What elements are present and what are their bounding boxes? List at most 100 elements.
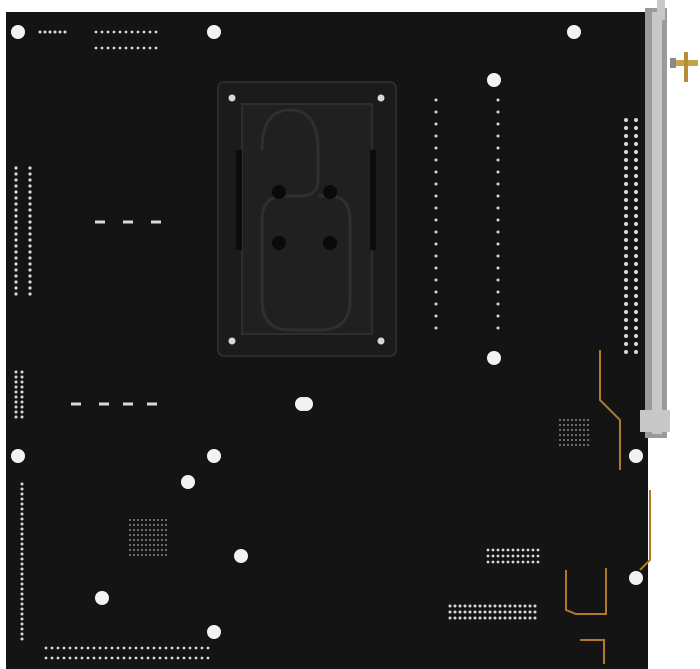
solder-dot: [491, 548, 495, 552]
solder-dot: [153, 544, 155, 546]
solder-dot: [137, 519, 139, 521]
solder-dot: [559, 424, 561, 426]
solder-dot: [141, 524, 143, 526]
solder-dot: [496, 110, 500, 114]
solder-dot: [200, 656, 204, 660]
solder-dot: [28, 196, 32, 200]
solder-dot: [634, 134, 638, 138]
solder-dot: [634, 222, 638, 226]
solder-dot: [634, 214, 638, 218]
solder-dot: [157, 529, 159, 531]
solder-dot: [583, 419, 585, 421]
solder-dot: [571, 419, 573, 421]
solder-dot: [153, 554, 155, 556]
solder-dot: [20, 557, 24, 561]
solder-dot: [14, 292, 18, 296]
solder-dot: [20, 517, 24, 521]
solder-dot: [20, 622, 24, 626]
solder-dot: [58, 30, 62, 34]
solder-dot: [458, 610, 462, 614]
solder-dot: [521, 548, 525, 552]
solder-dot: [496, 314, 500, 318]
solder-dot: [501, 548, 505, 552]
solder-dot: [434, 122, 438, 126]
solder-dot: [503, 616, 507, 620]
solder-dot: [146, 656, 150, 660]
solder-dot: [14, 238, 18, 242]
solder-dot: [74, 646, 78, 650]
solder-dot: [483, 604, 487, 608]
solder-dot: [634, 294, 638, 298]
solder-dot: [434, 134, 438, 138]
solder-dot: [624, 182, 628, 186]
solder-dot: [104, 656, 108, 660]
solder-dot: [20, 542, 24, 546]
solder-dot: [68, 646, 72, 650]
solder-dot: [521, 560, 525, 564]
solder-dot: [473, 604, 477, 608]
solder-dot: [157, 519, 159, 521]
solder-dot: [44, 656, 48, 660]
solder-dot: [56, 656, 60, 660]
solder-dot: [634, 166, 638, 170]
mount-hole: [95, 591, 109, 605]
solder-dot: [624, 214, 628, 218]
solder-dot: [14, 380, 18, 384]
solder-dot: [575, 444, 577, 446]
solder-dot: [153, 534, 155, 536]
solder-dot: [493, 616, 497, 620]
solder-dot: [20, 562, 24, 566]
solder-dot: [149, 524, 151, 526]
solder-dot: [434, 98, 438, 102]
solder-dot: [14, 385, 18, 389]
solder-dot: [536, 548, 540, 552]
solder-dot: [496, 158, 500, 162]
solder-dot: [20, 497, 24, 501]
solder-dot: [571, 439, 573, 441]
solder-dot: [86, 656, 90, 660]
solder-dot: [104, 646, 108, 650]
solder-dot: [137, 524, 139, 526]
solder-dot: [563, 434, 565, 436]
solder-dot: [38, 30, 42, 34]
solder-dot: [533, 610, 537, 614]
mount-hole: [299, 397, 313, 411]
solder-dot: [434, 266, 438, 270]
solder-dot: [624, 286, 628, 290]
solder-dot: [165, 529, 167, 531]
solder-dot: [496, 134, 500, 138]
solder-dot: [145, 524, 147, 526]
solder-dot: [50, 646, 54, 650]
solder-dot: [624, 334, 628, 338]
solder-dot: [478, 610, 482, 614]
solder-dot: [583, 429, 585, 431]
solder-dot: [531, 548, 535, 552]
solder-dot: [14, 190, 18, 194]
solder-dot: [496, 206, 500, 210]
solder-dot: [453, 616, 457, 620]
solder-dot: [458, 604, 462, 608]
solder-dot: [161, 554, 163, 556]
solder-dot: [483, 610, 487, 614]
solder-dot: [14, 286, 18, 290]
smd-pad: [123, 402, 133, 406]
solder-dot: [587, 424, 589, 426]
solder-dot: [567, 424, 569, 426]
solder-dot: [20, 582, 24, 586]
solder-dot: [496, 254, 500, 258]
solder-dot: [483, 616, 487, 620]
solder-dot: [579, 424, 581, 426]
solder-dot: [579, 439, 581, 441]
solder-dot: [453, 604, 457, 608]
solder-dot: [634, 326, 638, 330]
solder-dot: [536, 554, 540, 558]
solder-dot: [28, 226, 32, 230]
solder-dot: [62, 646, 66, 650]
solder-dot: [133, 534, 135, 536]
solder-dot: [112, 30, 116, 34]
solder-dot: [583, 434, 585, 436]
solder-dot: [28, 220, 32, 224]
solder-dot: [28, 184, 32, 188]
solder-dot: [496, 194, 500, 198]
solder-dot: [14, 214, 18, 218]
